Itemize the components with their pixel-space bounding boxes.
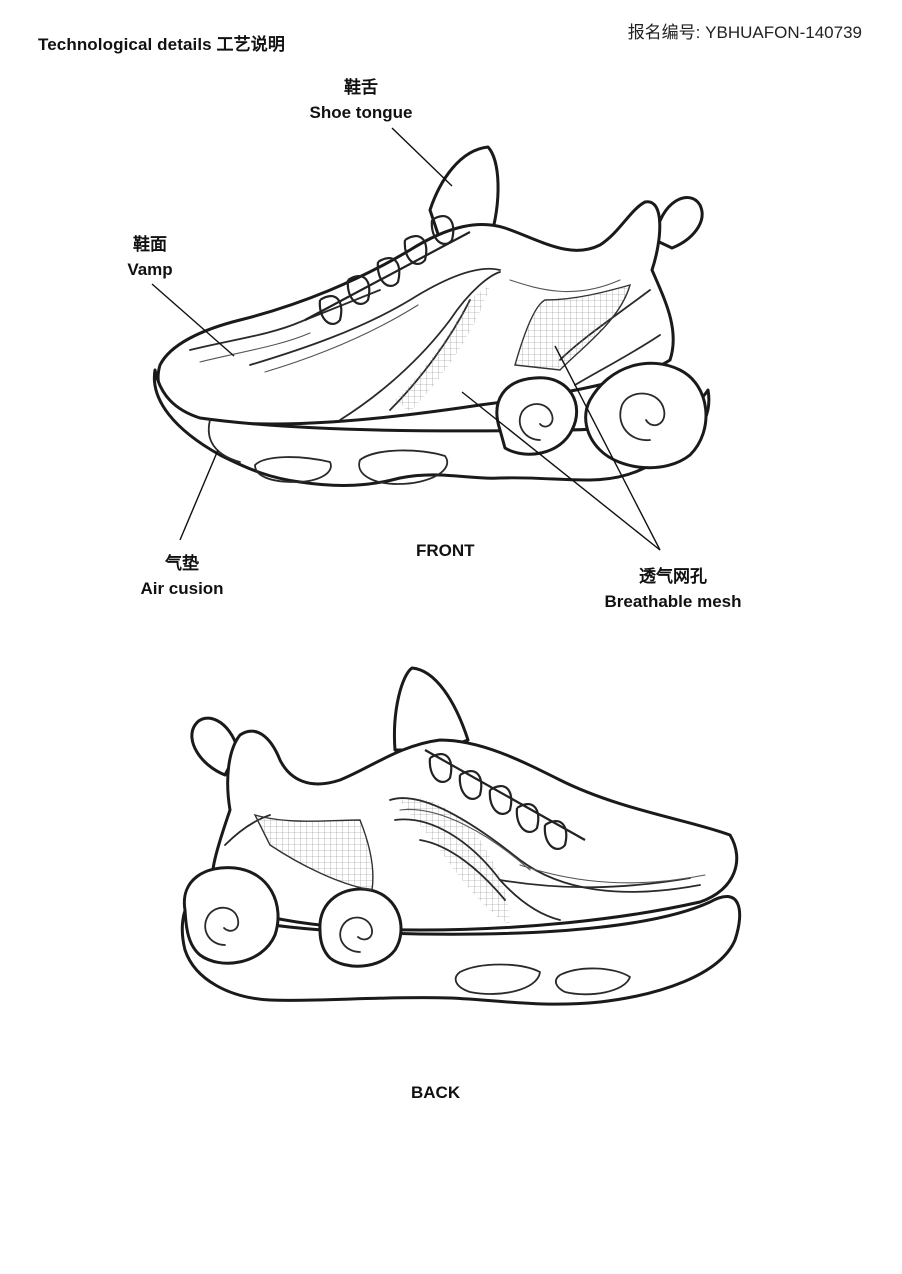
callout-air-cushion-en: Air cusion <box>140 579 224 598</box>
front-shoe <box>151 127 711 551</box>
registration-number: 报名编号: YBHUAFON-140739 <box>628 18 862 43</box>
callout-mesh-en: Breathable mesh <box>604 592 742 611</box>
callout-mesh-zh: 透气网孔 <box>639 567 707 586</box>
callout-shoe-tongue-en: Shoe tongue <box>309 103 413 122</box>
front-view-drawing <box>151 127 711 551</box>
back-shoe <box>180 666 742 1006</box>
registration-label: 报名编号: <box>627 23 701 42</box>
callout-vamp-zh: 鞋面 <box>133 235 167 254</box>
callout-shoe-tongue-zh: 鞋舌 <box>344 78 378 97</box>
front-view-label: FRONT <box>416 541 475 560</box>
callout-air-cushion-zh: 气垫 <box>165 554 199 573</box>
back-view-label: BACK <box>411 1083 461 1102</box>
callout-breathable-mesh: 透气网孔 Breathable mesh <box>590 564 756 614</box>
page-title: Technological details 工艺说明 <box>38 35 285 54</box>
callout-shoe-tongue: 鞋舌 Shoe tongue <box>300 75 422 125</box>
callout-air-cushion: 气垫 Air cusion <box>128 551 236 601</box>
back-view-drawing <box>180 666 742 1006</box>
callout-vamp: 鞋面 Vamp <box>110 232 190 282</box>
callout-vamp-en: Vamp <box>127 260 173 279</box>
registration-value: YBHUAFON-140739 <box>705 23 862 42</box>
